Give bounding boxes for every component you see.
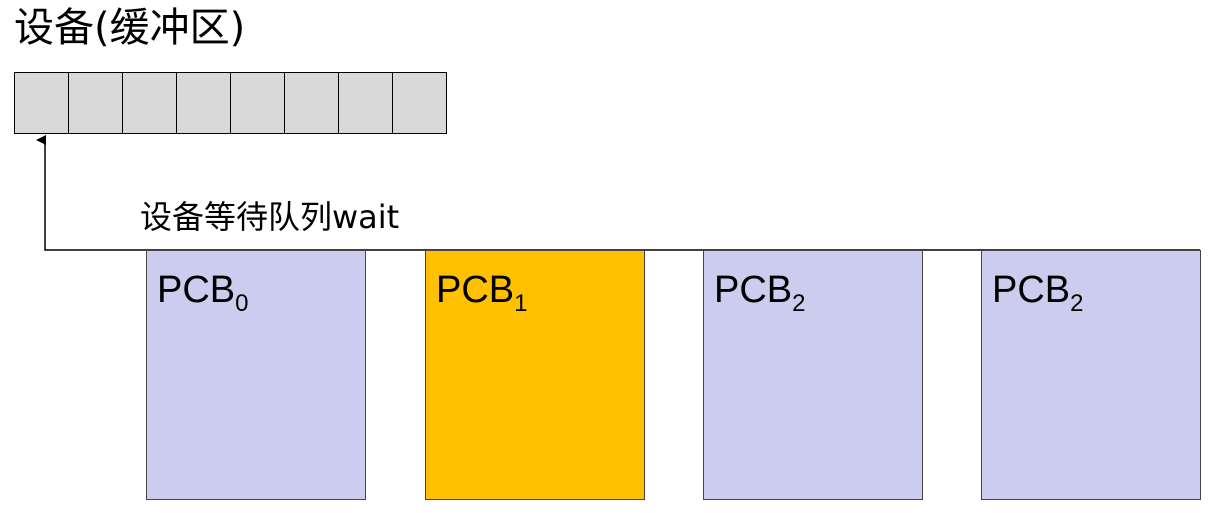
buffer-cell <box>123 73 177 133</box>
pcb-1-label: PCB1 <box>436 269 528 317</box>
pcb-3-label: PCB2 <box>992 269 1084 317</box>
buffer-cell <box>231 73 285 133</box>
pcb-2: PCB2 <box>703 250 923 500</box>
buffer-cell <box>69 73 123 133</box>
pcb-3: PCB2 <box>981 250 1201 500</box>
device-buffer-title: 设备(缓冲区) <box>14 5 246 51</box>
buffer-cell <box>15 73 69 133</box>
pcb-2-label: PCB2 <box>714 269 806 317</box>
buffer-cell <box>393 73 447 133</box>
device-buffer <box>14 72 447 134</box>
buffer-cell <box>285 73 339 133</box>
pcb-0: PCB0 <box>146 250 366 500</box>
pcb-1: PCB1 <box>425 250 645 500</box>
pcb-0-label: PCB0 <box>157 269 249 317</box>
wait-queue-label: 设备等待队列wait <box>140 198 400 236</box>
buffer-cell <box>177 73 231 133</box>
buffer-cell <box>339 73 393 133</box>
